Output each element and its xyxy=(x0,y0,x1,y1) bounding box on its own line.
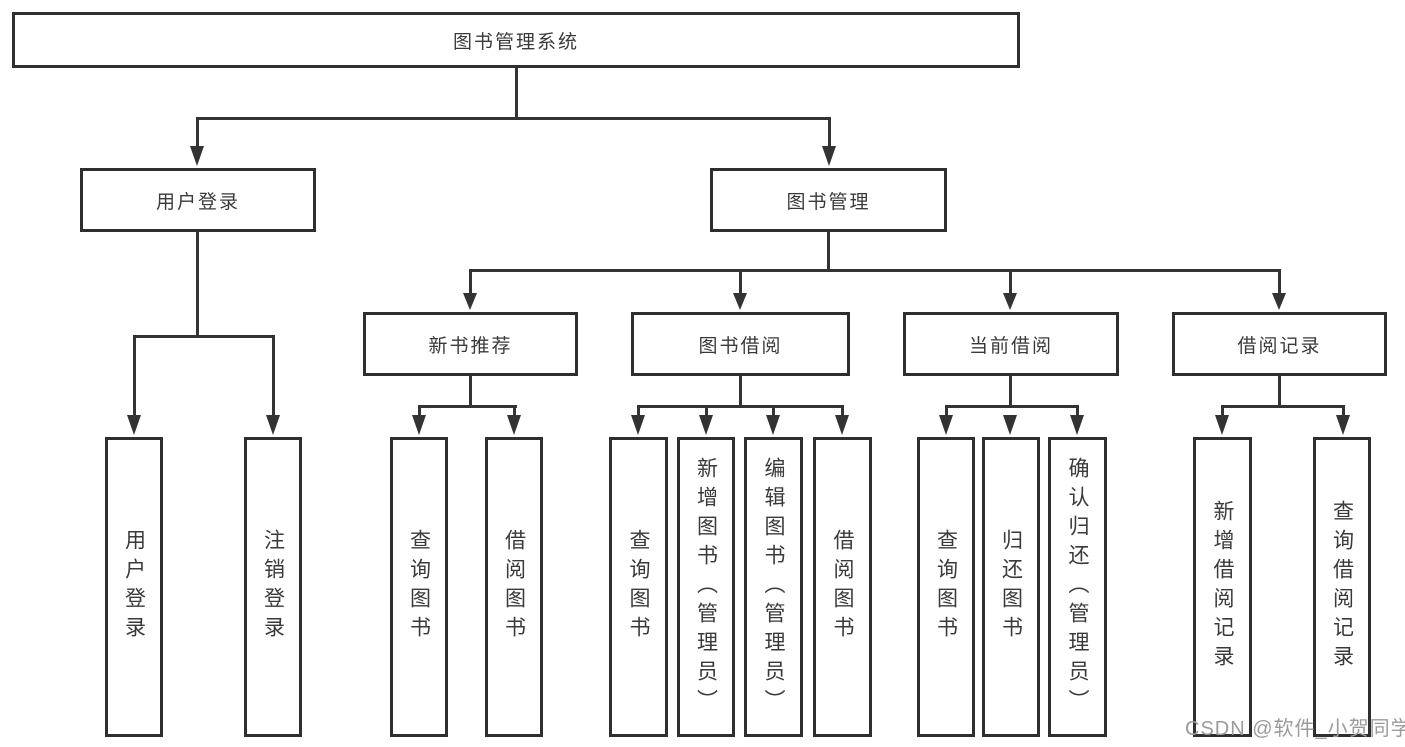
connector-line xyxy=(945,405,948,417)
node-book-management-label: 图书管理 xyxy=(786,191,871,213)
connector-line xyxy=(469,269,1281,272)
connector-line xyxy=(705,405,708,417)
arrowhead-down-icon xyxy=(1336,415,1350,435)
node-root: 图书管理系统 xyxy=(12,12,1020,68)
connector-line xyxy=(739,376,742,408)
leaf-bb-borrow-books: 借阅图书 xyxy=(813,437,872,737)
arrowhead-down-icon xyxy=(631,415,645,435)
connector-line xyxy=(196,117,199,149)
arrowhead-down-icon xyxy=(822,146,836,166)
node-new-book-recommend-label: 新书推荐 xyxy=(428,335,513,357)
leaf-br-add-record-label: 新增借阅记录 xyxy=(1211,500,1234,674)
leaf-user-login-label: 用户登录 xyxy=(122,529,146,645)
csdn-watermark: CSDN @软件_小贺同学 xyxy=(1185,718,1405,740)
arrowhead-down-icon xyxy=(733,293,747,310)
node-root-label: 图书管理系统 xyxy=(452,31,579,53)
connector-line xyxy=(515,68,518,120)
node-borrow-records-label: 借阅记录 xyxy=(1237,335,1322,357)
connector-line xyxy=(637,405,640,417)
node-user-login: 用户登录 xyxy=(80,168,316,232)
connector-line xyxy=(1221,405,1345,408)
connector-line xyxy=(133,335,136,417)
arrowhead-down-icon xyxy=(127,415,141,435)
leaf-nb-query-books-label: 查询图书 xyxy=(407,529,431,645)
arrowhead-down-icon xyxy=(766,415,780,435)
leaf-cb-return-books-label: 归还图书 xyxy=(999,529,1023,645)
leaf-br-query-record-label: 查询借阅记录 xyxy=(1330,500,1354,674)
arrowhead-down-icon xyxy=(699,415,713,435)
connector-line xyxy=(1221,405,1224,417)
connector-line xyxy=(133,335,275,338)
leaf-bb-add-books-admin: 新增图书（管理员） xyxy=(677,437,735,737)
leaf-bb-borrow-books-label: 借阅图书 xyxy=(831,529,854,645)
node-current-borrowing-label: 当前借阅 xyxy=(968,335,1053,357)
arrowhead-down-icon xyxy=(190,146,204,166)
leaf-cb-query-books-label: 查询图书 xyxy=(934,529,958,645)
node-book-borrowing: 图书借阅 xyxy=(631,312,850,376)
arrowhead-down-icon xyxy=(266,415,280,435)
connector-line xyxy=(1009,376,1012,408)
connector-line xyxy=(828,117,831,149)
leaf-logout: 注销登录 xyxy=(244,437,302,737)
arrowhead-down-icon xyxy=(507,415,521,435)
node-current-borrowing: 当前借阅 xyxy=(903,312,1119,376)
connector-line xyxy=(1342,405,1345,417)
arrowhead-down-icon xyxy=(463,293,477,310)
connector-line xyxy=(772,405,775,417)
connector-line xyxy=(418,405,517,408)
leaf-nb-borrow-books-label: 借阅图书 xyxy=(502,529,526,645)
node-user-login-label: 用户登录 xyxy=(155,191,240,213)
arrowhead-down-icon xyxy=(1003,293,1017,310)
connector-line xyxy=(513,405,516,417)
leaf-user-login: 用户登录 xyxy=(105,437,163,737)
connector-line xyxy=(196,232,199,338)
connector-line xyxy=(827,232,830,272)
connector-line xyxy=(272,335,275,417)
leaf-bb-add-books-admin-label: 新增图书（管理员） xyxy=(694,456,718,718)
connector-line xyxy=(469,376,472,408)
leaf-br-add-record: 新增借阅记录 xyxy=(1193,437,1252,737)
connector-line xyxy=(1076,405,1079,417)
arrowhead-down-icon xyxy=(835,415,849,435)
leaf-bb-query-books-label: 查询图书 xyxy=(627,529,650,645)
node-new-book-recommend: 新书推荐 xyxy=(363,312,578,376)
connector-line xyxy=(1278,376,1281,408)
node-borrow-records: 借阅记录 xyxy=(1172,312,1387,376)
node-book-borrowing-label: 图书借阅 xyxy=(698,335,783,357)
connector-line xyxy=(841,405,844,417)
connector-line xyxy=(196,117,831,120)
leaf-nb-borrow-books: 借阅图书 xyxy=(485,437,543,737)
arrowhead-down-icon xyxy=(1070,415,1084,435)
arrowhead-down-icon xyxy=(412,415,426,435)
arrowhead-down-icon xyxy=(1003,415,1017,435)
arrowhead-down-icon xyxy=(1215,415,1229,435)
leaf-cb-return-books: 归还图书 xyxy=(982,437,1040,737)
leaf-cb-confirm-return-admin-label: 确认归还（管理员） xyxy=(1066,456,1089,718)
arrowhead-down-icon xyxy=(1272,293,1286,310)
connector-line xyxy=(1278,269,1281,295)
leaf-nb-query-books: 查询图书 xyxy=(390,437,448,737)
connector-line xyxy=(637,405,844,408)
leaf-cb-query-books: 查询图书 xyxy=(917,437,975,737)
leaf-bb-query-books: 查询图书 xyxy=(609,437,668,737)
leaf-bb-edit-books-admin-label: 编辑图书（管理员） xyxy=(762,456,785,718)
connector-line xyxy=(418,405,421,417)
leaf-bb-edit-books-admin: 编辑图书（管理员） xyxy=(744,437,803,737)
leaf-logout-label: 注销登录 xyxy=(261,529,285,645)
leaf-br-query-record: 查询借阅记录 xyxy=(1313,437,1371,737)
connector-line xyxy=(739,269,742,295)
connector-line xyxy=(469,269,472,295)
arrowhead-down-icon xyxy=(939,415,953,435)
leaf-cb-confirm-return-admin: 确认归还（管理员） xyxy=(1048,437,1107,737)
node-book-management: 图书管理 xyxy=(710,168,947,232)
connector-line xyxy=(1009,269,1012,295)
connector-line xyxy=(945,405,1079,408)
